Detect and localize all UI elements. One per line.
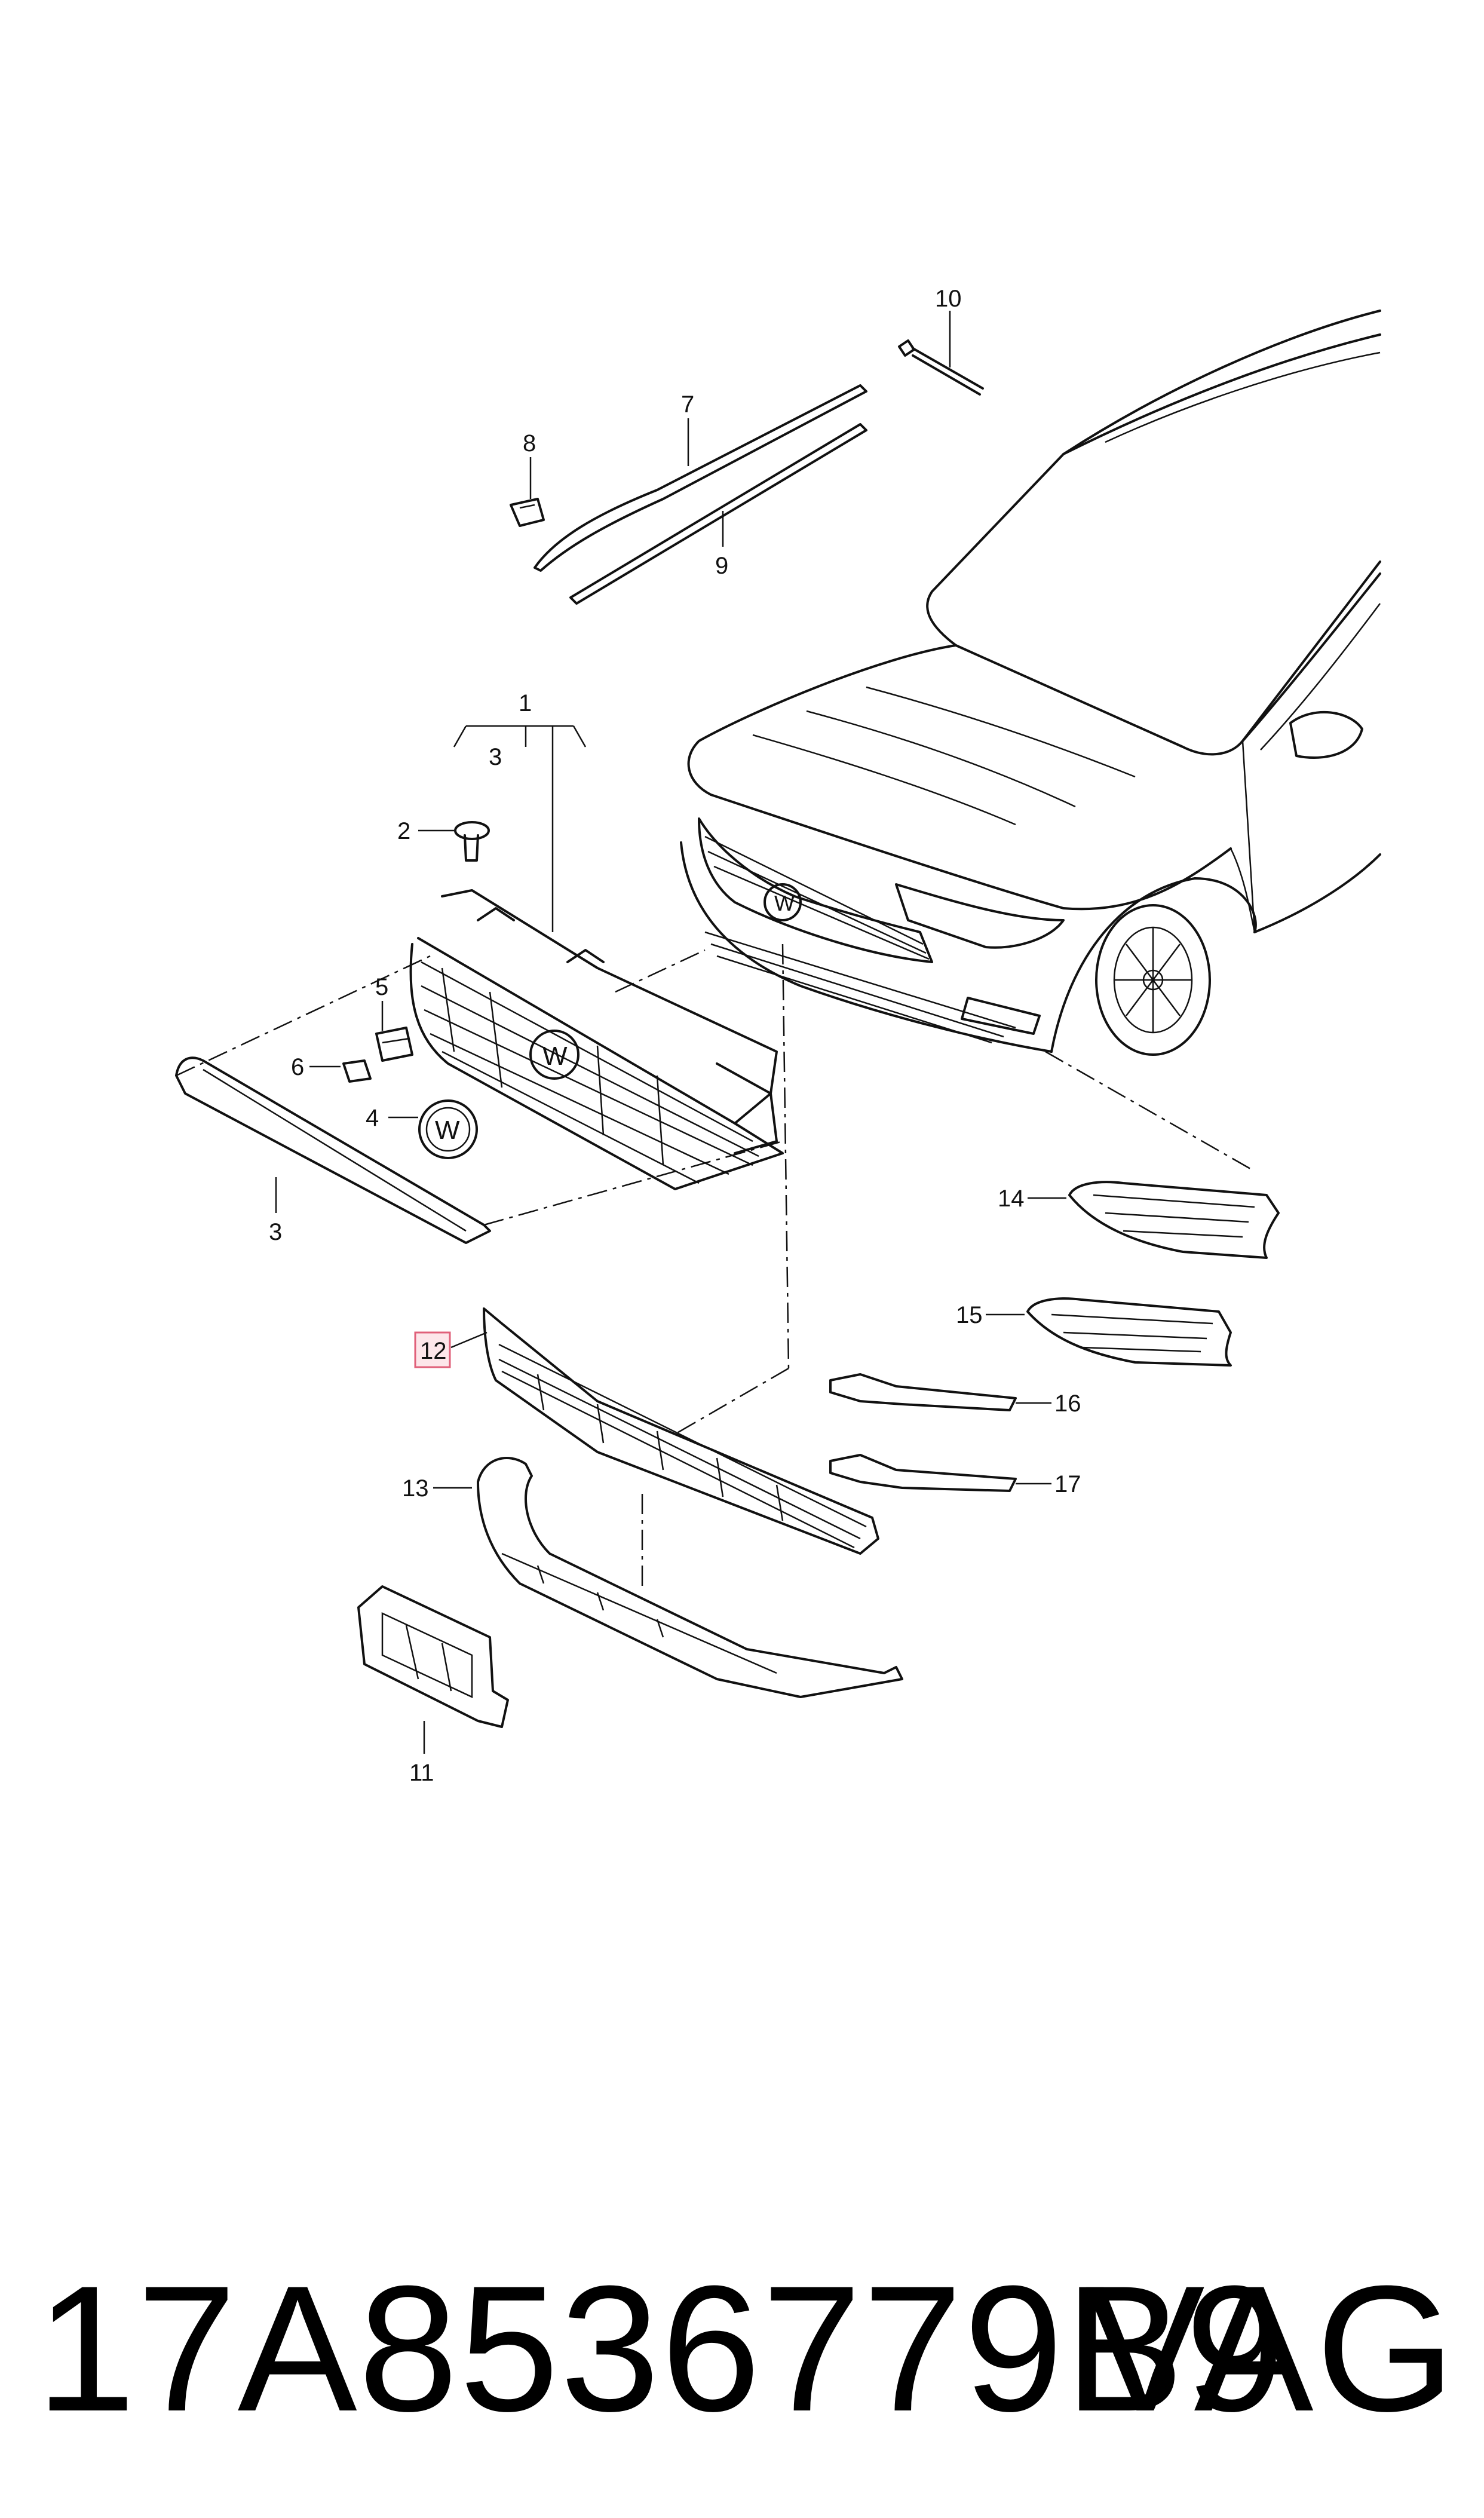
part-4-emblem: W: [418, 1099, 478, 1159]
callout-14: 14: [998, 1186, 1025, 1212]
callout-15: 15: [956, 1302, 983, 1328]
part-11-plate-bracket: [357, 1585, 509, 1728]
callout-2: 2: [397, 818, 410, 844]
part-number: 17A8536779B9: [36, 2248, 1286, 2449]
part-6-clip: [342, 1059, 372, 1083]
callout-1: 1: [519, 690, 532, 716]
callout-16: 16: [1054, 1390, 1081, 1417]
callout-13: 13: [402, 1475, 429, 1502]
callout-17: 17: [1054, 1471, 1081, 1497]
callout-8: 8: [523, 430, 536, 457]
callout-6: 6: [291, 1054, 304, 1080]
car-illustration: W: [680, 310, 1381, 1056]
svg-text:W: W: [774, 891, 795, 915]
callout-5: 5: [375, 974, 388, 1000]
part-2-screw: [454, 821, 490, 862]
part-8-clip: [510, 498, 545, 527]
part-12-lower-grille: [483, 1307, 879, 1555]
callout-7: 7: [681, 391, 694, 418]
part-13-spoiler: [477, 1457, 903, 1698]
callout-12: 12: [420, 1338, 447, 1364]
part-17-bracket: [829, 1454, 1017, 1492]
part-15-fog-cover: [1026, 1297, 1232, 1367]
part-3-trim-strip: [175, 1056, 491, 1244]
callout-3-upper: 3: [489, 744, 502, 770]
part-5-clip: [375, 1027, 413, 1062]
callout-3-lower: 3: [269, 1219, 282, 1245]
callout-12-box: 12: [414, 1331, 451, 1368]
callout-11: 11: [409, 1760, 434, 1786]
part-1-grille: W: [409, 889, 784, 1190]
part-number-footer: 17A8536779B9 VAG: [36, 2253, 1458, 2444]
part-7-seal-strip: [533, 384, 867, 572]
svg-text:W: W: [542, 1041, 568, 1071]
brand-name: VAG: [1085, 2248, 1458, 2449]
callout-10: 10: [935, 286, 962, 312]
part-9-seal-strip: [569, 423, 867, 605]
part-16-bracket: [829, 1373, 1017, 1411]
callout-4: 4: [366, 1105, 379, 1131]
callout-9: 9: [715, 553, 728, 579]
part-10-nozzle: [898, 339, 984, 396]
svg-text:W: W: [435, 1116, 460, 1145]
part-14-fog-cover: [1068, 1181, 1280, 1259]
